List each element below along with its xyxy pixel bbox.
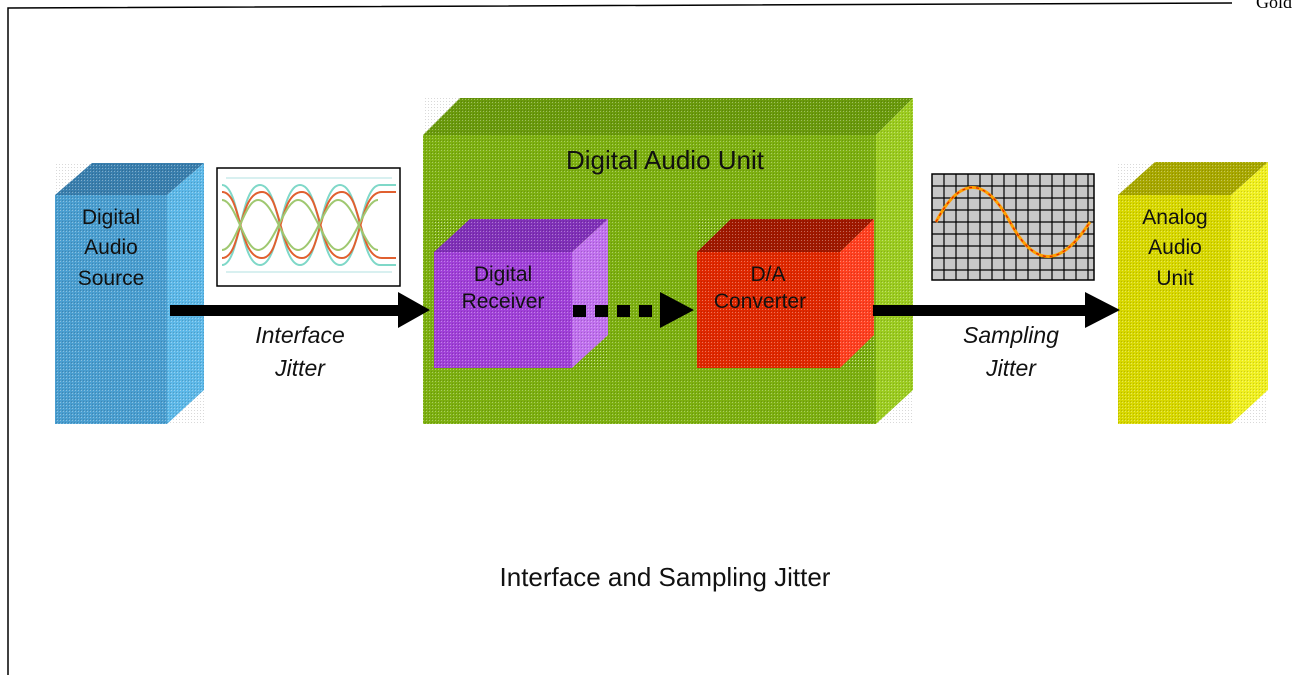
receiver-label-line-1: Digital	[474, 263, 532, 286]
sine-grid-image	[931, 173, 1095, 281]
interface-jitter-label-line-2: Jitter	[274, 355, 326, 381]
digital-receiver-block: Digital Receiver	[434, 219, 608, 368]
da-converter-block: D/A Converter	[697, 219, 874, 368]
unit-title: Digital Audio Unit	[566, 145, 765, 175]
sampling-jitter-label-line-1: Sampling	[963, 322, 1059, 348]
source-label-line-1: Digital	[82, 206, 140, 229]
interface-arrow	[170, 292, 430, 328]
analog-label-line-2: Audio	[1148, 236, 1202, 259]
internal-dotted-arrow	[573, 292, 694, 328]
interface-jitter-label-line-1: Interface	[255, 322, 345, 348]
source-label-line-2: Audio	[84, 236, 138, 259]
digital-audio-source-block: Digital Audio Source	[55, 163, 204, 424]
receiver-label-line-2: Receiver	[462, 290, 545, 313]
analog-label-line-1: Analog	[1142, 206, 1207, 229]
analog-audio-unit-block: Analog Audio Unit	[1118, 162, 1268, 424]
converter-label-line-2: Converter	[714, 290, 806, 313]
analog-label-line-3: Unit	[1156, 267, 1194, 290]
diagram-caption: Interface and Sampling Jitter	[500, 562, 831, 592]
converter-label-line-1: D/A	[750, 263, 785, 286]
frame-border	[7, 2, 1233, 675]
source-label-line-3: Source	[78, 267, 145, 290]
eye-diagram-image	[216, 167, 401, 287]
sampling-arrow	[873, 292, 1120, 328]
sampling-jitter-label-line-2: Jitter	[985, 355, 1037, 381]
corner-text: Gold	[1256, 0, 1292, 12]
